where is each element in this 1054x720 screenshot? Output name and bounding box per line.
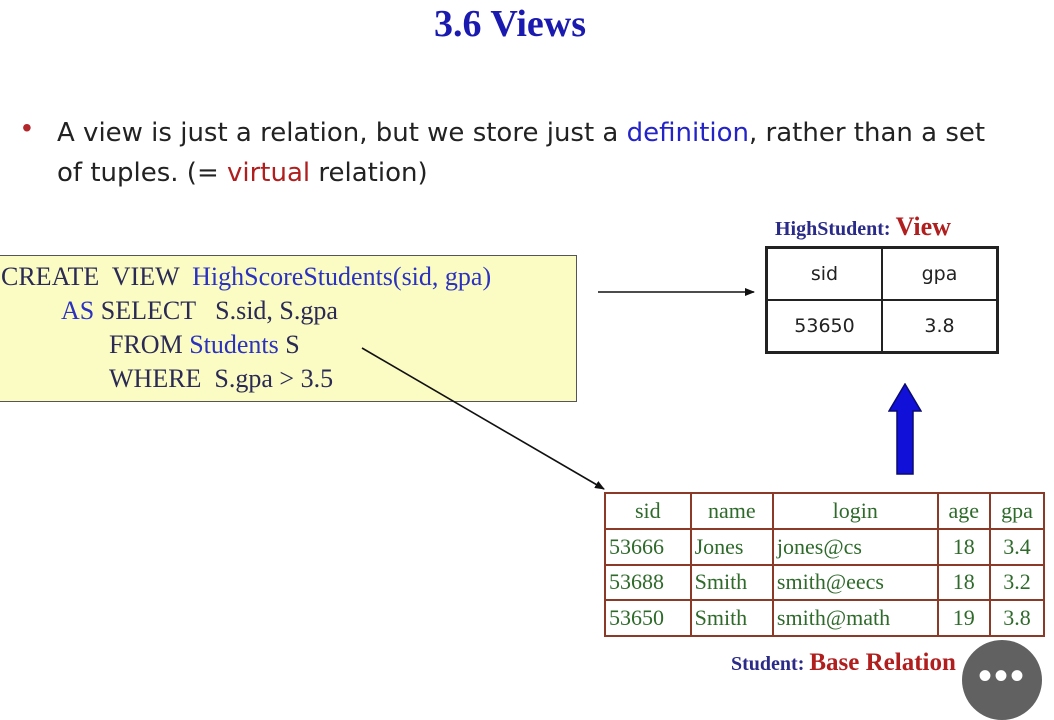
cell-login: jones@cs xyxy=(771,527,939,566)
sql-line-create: CREATE VIEW HighScoreStudents(sid, gpa) xyxy=(1,262,491,292)
cell-login: smith@eecs xyxy=(771,563,939,602)
sql-create-keyword: CREATE VIEW xyxy=(1,262,193,291)
sql-line-where: WHERE S.gpa > 3.5 xyxy=(109,364,334,393)
base-table-type: Base Relation xyxy=(809,649,956,676)
sql-select-clause: SELECT S.sid, S.gpa xyxy=(94,296,338,325)
view-table-label: HighStudent: View xyxy=(775,212,951,242)
bullet-virtual: virtual xyxy=(227,158,311,188)
more-horizontal-icon: ••• xyxy=(977,654,1026,698)
base-table-header-row: sid name login age gpa xyxy=(604,492,1046,530)
cell-sid: 53666 xyxy=(604,527,692,566)
base-table-name: Student: xyxy=(731,653,810,675)
base-header-sid: sid xyxy=(604,492,692,530)
view-table-header-row: sid gpa xyxy=(765,246,999,301)
sql-from-keyword: FROM xyxy=(109,330,190,359)
cell-name: Jones xyxy=(689,527,774,566)
base-relation-table: sid name login age gpa 53666 Jones jones… xyxy=(604,492,1046,637)
more-options-button[interactable]: ••• xyxy=(962,640,1042,720)
table-row: 53666 Jones jones@cs 18 3.4 xyxy=(604,527,1046,566)
cell-age: 18 xyxy=(936,563,991,602)
view-header-sid: sid xyxy=(765,246,883,301)
cell-gpa: 3.4 xyxy=(988,527,1046,566)
cell-gpa: 3.8 xyxy=(988,599,1046,637)
table-row: 53688 Smith smith@eecs 18 3.2 xyxy=(604,563,1046,602)
cell-age: 19 xyxy=(936,599,991,637)
bullet-part2: , rather than a set of tuples. (= xyxy=(57,118,986,188)
table-row: 53650 Smith smith@math 19 3.8 xyxy=(604,599,1046,637)
cell-name: Smith xyxy=(689,563,774,602)
cell-sid: 53650 xyxy=(604,599,692,637)
slide-title: 3.6 Views xyxy=(434,3,586,45)
bullet-marker: • xyxy=(22,112,32,143)
sql-as-keyword: AS xyxy=(61,296,95,325)
base-header-age: age xyxy=(936,492,991,530)
up-arrow-icon xyxy=(888,383,922,475)
cell-age: 18 xyxy=(936,527,991,566)
sql-from-table: Students xyxy=(189,330,279,359)
sql-definition-box: CREATE VIEW HighScoreStudents(sid, gpa) … xyxy=(0,255,577,402)
view-cell-sid: 53650 xyxy=(765,299,883,354)
cell-login: smith@math xyxy=(771,599,939,637)
base-table-label: Student: Base Relation xyxy=(731,649,956,677)
sql-line-from: FROM Students S xyxy=(109,330,300,360)
bullet-definition: definition xyxy=(626,118,750,148)
sql-view-name: HighScoreStudents(sid, gpa) xyxy=(192,262,492,291)
view-table-row: 53650 3.8 xyxy=(765,299,999,354)
bullet-text: A view is just a relation, but we store … xyxy=(57,113,1017,193)
sql-from-alias: S xyxy=(278,330,300,359)
sql-line-select: AS SELECT S.sid, S.gpa xyxy=(61,296,338,326)
view-table-type: View xyxy=(895,212,951,241)
bullet-part3: relation) xyxy=(310,158,428,188)
view-table: sid gpa 53650 3.8 xyxy=(765,246,999,354)
cell-gpa: 3.2 xyxy=(988,563,1046,602)
base-header-name: name xyxy=(689,492,774,530)
connector-arrows xyxy=(361,288,755,490)
arrow-to-base-table xyxy=(361,347,605,490)
base-header-gpa: gpa xyxy=(988,492,1046,530)
base-header-login: login xyxy=(771,492,939,530)
bullet-part1: A view is just a relation, but we store … xyxy=(57,118,627,148)
view-header-gpa: gpa xyxy=(881,246,999,301)
cell-name: Smith xyxy=(689,599,774,637)
view-table-name: HighStudent: xyxy=(775,218,896,240)
view-cell-gpa: 3.8 xyxy=(881,299,999,354)
cell-sid: 53688 xyxy=(604,563,692,602)
